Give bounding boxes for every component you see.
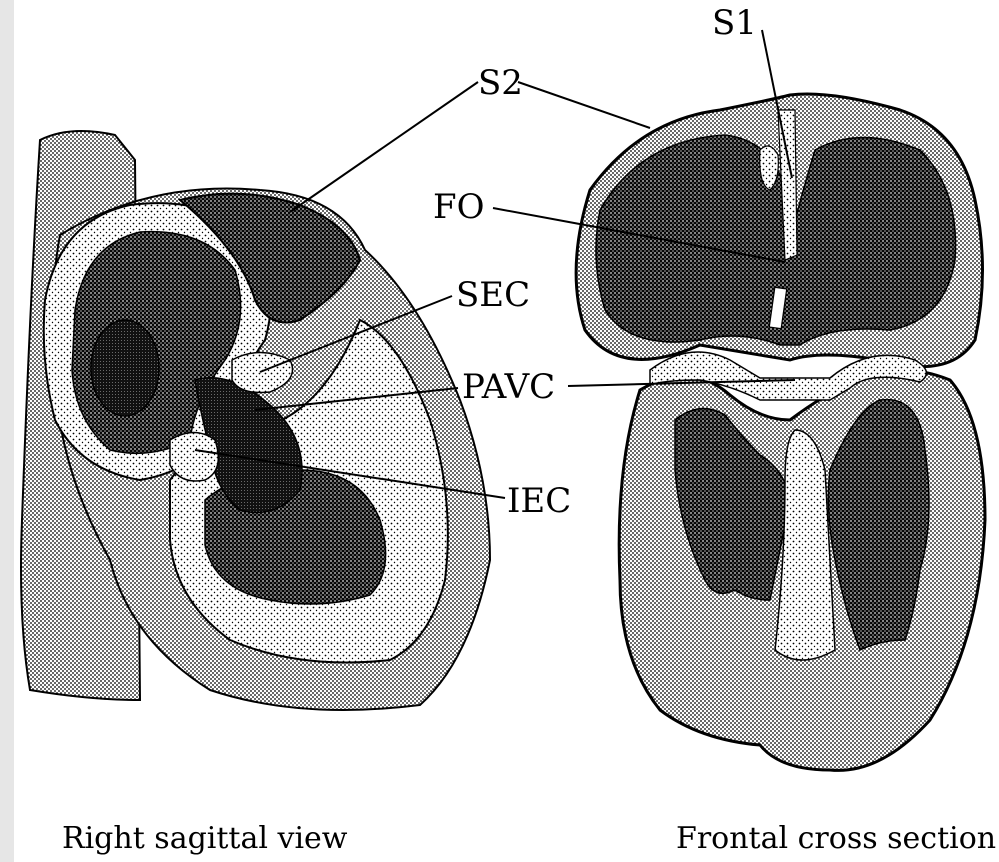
label-s2: S2 [478,63,523,103]
caption-right-sagittal-view: Right sagittal view [62,821,348,856]
label-s1: S1 [712,3,757,43]
caption-frontal-cross-section: Frontal cross section [676,821,996,856]
sagittal-view-drawing [21,131,490,710]
label-iec: IEC [507,481,571,521]
sagittal-dark-opening-upper [91,320,159,416]
s2-leader-right [518,82,650,128]
sagittal-inferior-cushion [170,433,218,482]
label-fo: FO [433,187,484,227]
label-sec: SEC [456,275,530,315]
frontal-section-drawing [576,94,985,770]
label-pavc: PAVC [462,367,555,407]
